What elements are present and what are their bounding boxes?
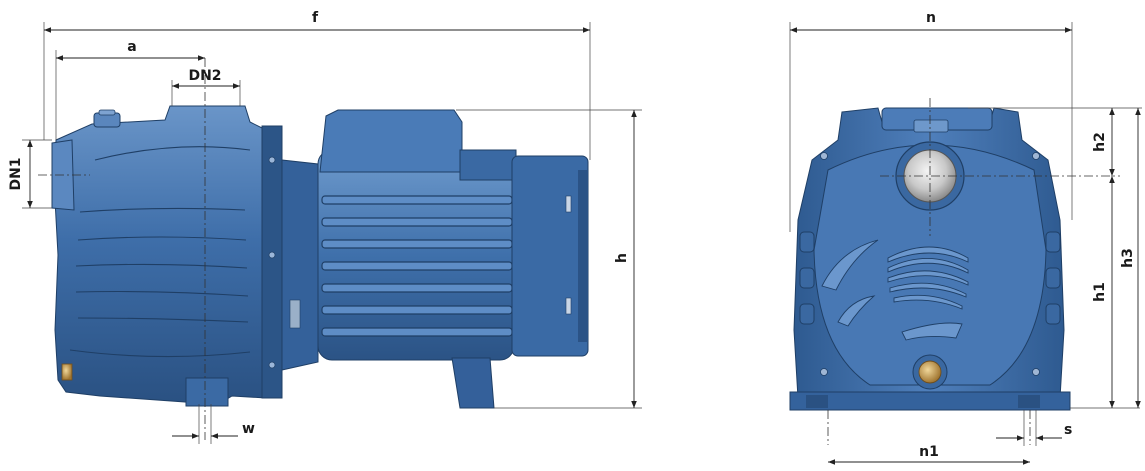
label-s: s <box>1064 422 1072 438</box>
label-a: a <box>127 39 136 55</box>
motor-bracket <box>281 159 319 371</box>
label-dn2: DN2 <box>188 68 221 84</box>
side-view-dimensions: f a DN2 DN1 h w <box>8 10 642 444</box>
label-h3: h3 <box>1120 248 1136 268</box>
front-view-pump <box>789 98 1120 445</box>
label-w: w <box>242 421 255 437</box>
drain-plug <box>61 363 73 381</box>
fan-cover <box>511 155 589 357</box>
label-h: h <box>614 253 630 263</box>
label-f: f <box>312 10 319 26</box>
pump-foot-front <box>185 377 229 407</box>
pump-head-ribs <box>69 146 251 358</box>
label-n: n <box>926 10 936 26</box>
side-view-pump <box>38 58 589 440</box>
motor-foot <box>451 357 495 409</box>
front-view-dimensions: n h2 h1 h3 n1 s <box>789 10 1142 465</box>
label-h2: h2 <box>1092 132 1108 152</box>
terminal-box <box>319 109 463 173</box>
front-base <box>789 391 1071 411</box>
pump-head-body <box>54 105 283 405</box>
motor-fins <box>321 195 513 337</box>
label-dn1: DN1 <box>8 157 24 190</box>
pump-flange <box>261 125 283 399</box>
logo-mark <box>887 246 969 310</box>
label-h1: h1 <box>1092 282 1108 302</box>
label-n1: n1 <box>919 444 939 460</box>
